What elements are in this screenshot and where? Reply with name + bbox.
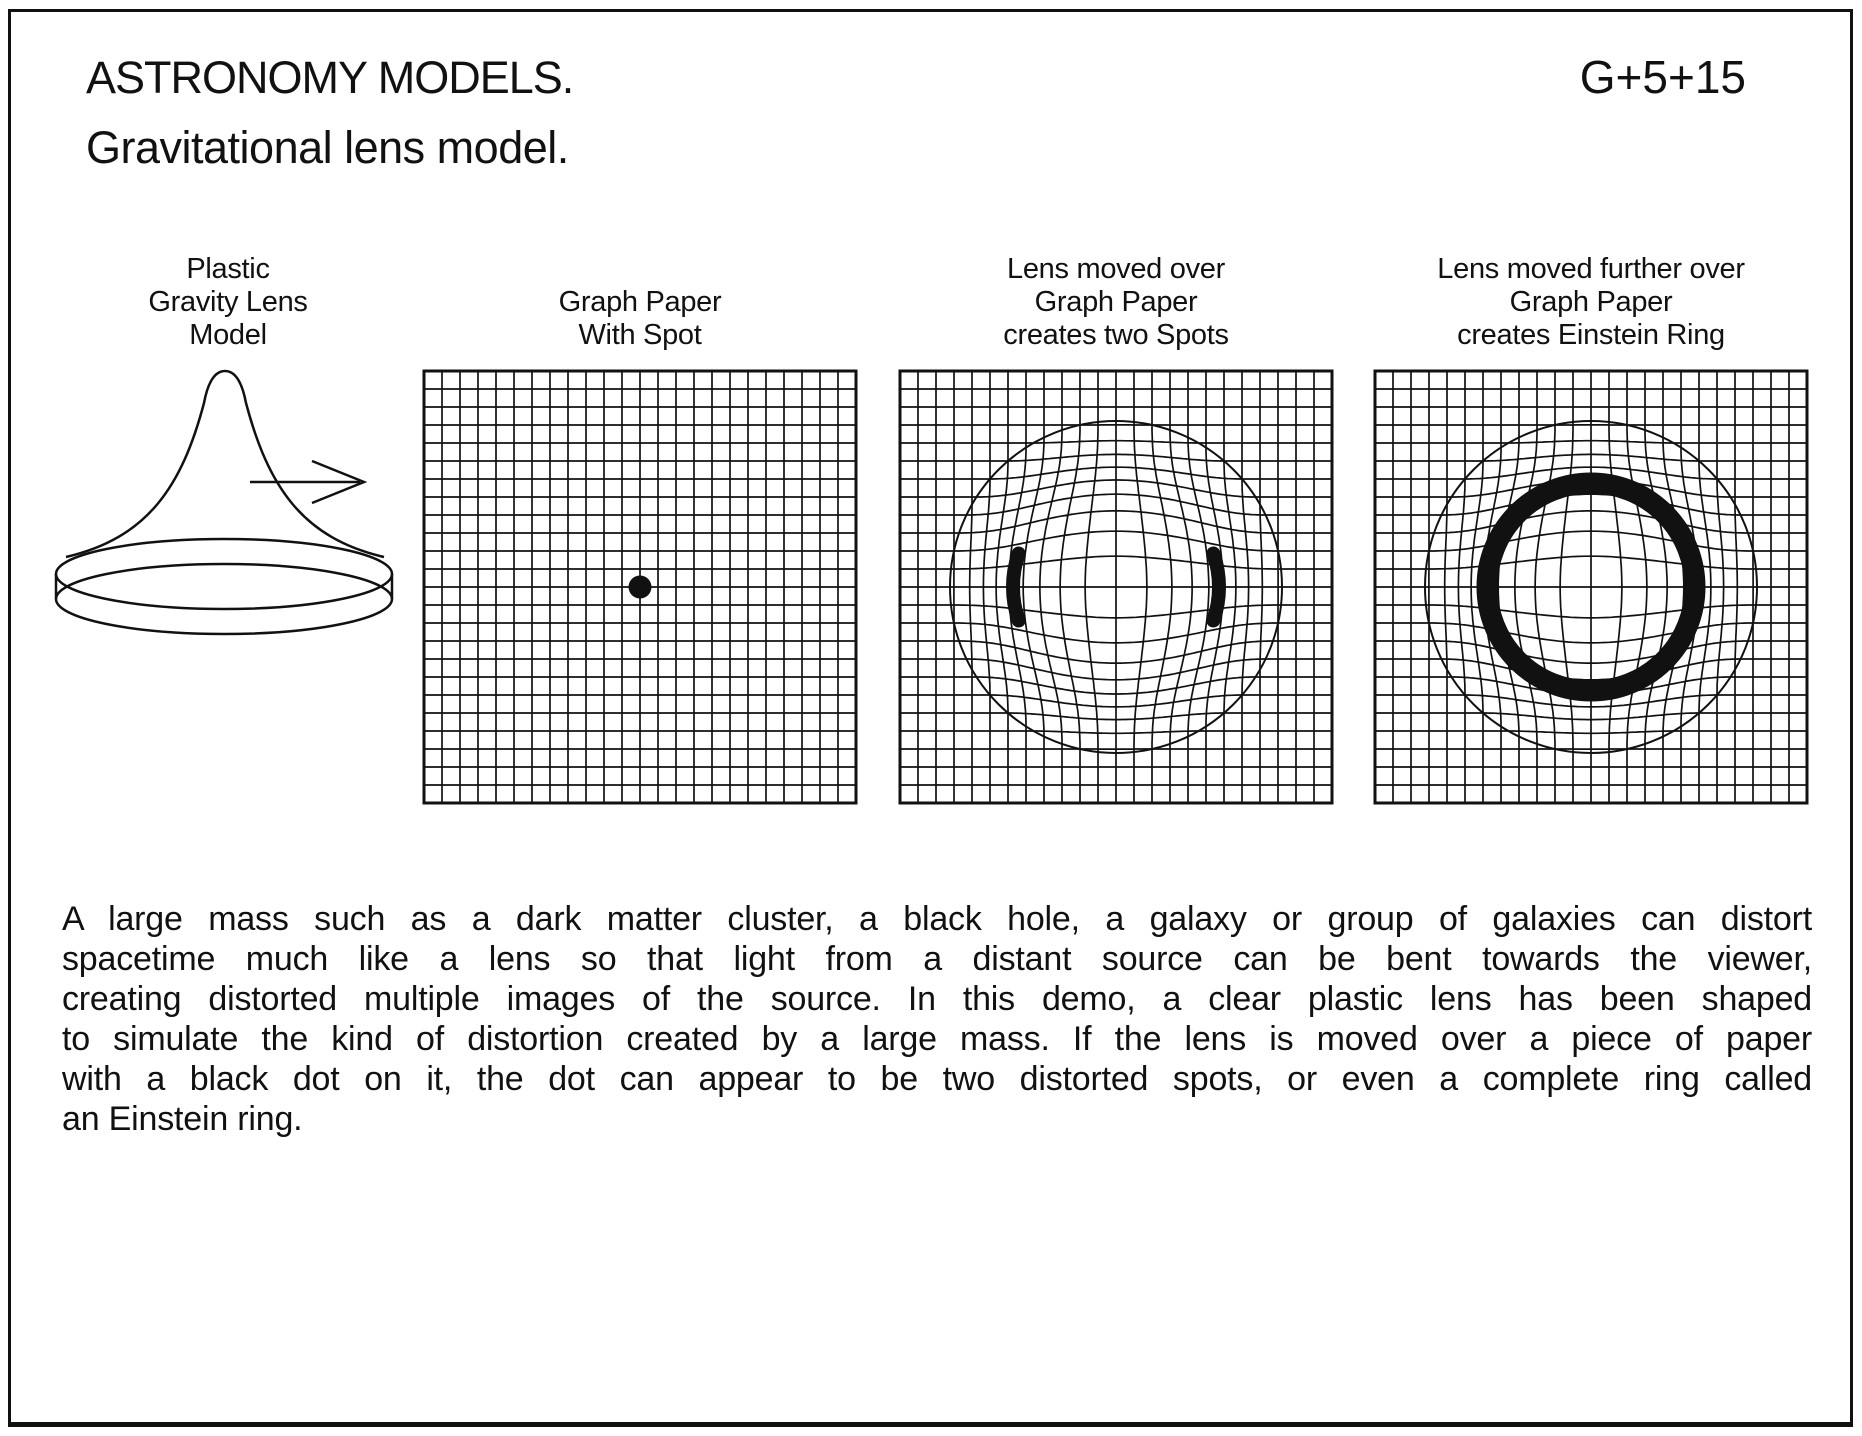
grid-lines [424,371,856,803]
caption-line: Plastic [186,253,270,285]
panel-border [422,369,858,805]
einstein-ring [1476,472,1706,702]
page-subtitle: Gravitational lens model. [86,122,569,173]
caption-line: Gravity Lens [148,286,308,318]
caption-plastic-gravity-lens: Plastic Gravity Lens Model [8,253,448,352]
lensed-spot-right [1206,546,1226,628]
lens-edge-circle [949,420,1283,754]
page-title: ASTRONOMY MODELS. [86,52,574,103]
caption-line: With Spot [578,319,702,351]
paragraph-line: creating distorted multiple images of th… [62,980,1812,1018]
lens-edge-circle [1424,420,1758,754]
description-paragraph: A large mass such as a dark matter clust… [62,899,1812,1139]
caption-line: Lens moved further over [1437,253,1745,285]
caption-line: Model [189,319,267,351]
caption-line: Graph Paper [1034,286,1198,318]
right-arrow-icon [250,459,368,505]
panel-border [898,369,1334,805]
caption-einstein-ring: Lens moved further over Graph Paper crea… [1371,253,1811,352]
grid-lines [900,371,1332,803]
plastic-gravity-lens-drawing [54,369,394,636]
paragraph-line: an Einstein ring. [62,1100,303,1138]
einstein-ring-panel [1373,369,1809,805]
lens-bell-curve [65,369,385,559]
caption-graph-paper-with-spot: Graph Paper With Spot [420,286,860,352]
graph-paper-with-spot-panel [422,369,858,805]
grid-lines [1375,371,1807,803]
caption-line: creates Einstein Ring [1457,319,1725,351]
two-spots-panel [898,369,1334,805]
paragraph-line: to simulate the kind of distortion creat… [62,1020,1812,1058]
paragraph-line: A large mass such as a dark matter clust… [62,900,1812,938]
caption-line: Graph Paper [558,286,722,318]
caption-two-spots: Lens moved over Graph Paper creates two … [896,253,1336,352]
caption-line: Graph Paper [1509,286,1673,318]
caption-line: creates two Spots [1003,319,1229,351]
paragraph-line: spacetime much like a lens so that light… [62,940,1812,978]
source-spot-dot [628,575,652,599]
caption-line: Lens moved over [1007,253,1225,285]
panel-border [1373,369,1809,805]
lensed-spot-left [1006,546,1026,628]
doc-code: G+5+15 [1579,51,1746,103]
paragraph-line: with a black dot on it, the dot can appe… [62,1060,1812,1098]
